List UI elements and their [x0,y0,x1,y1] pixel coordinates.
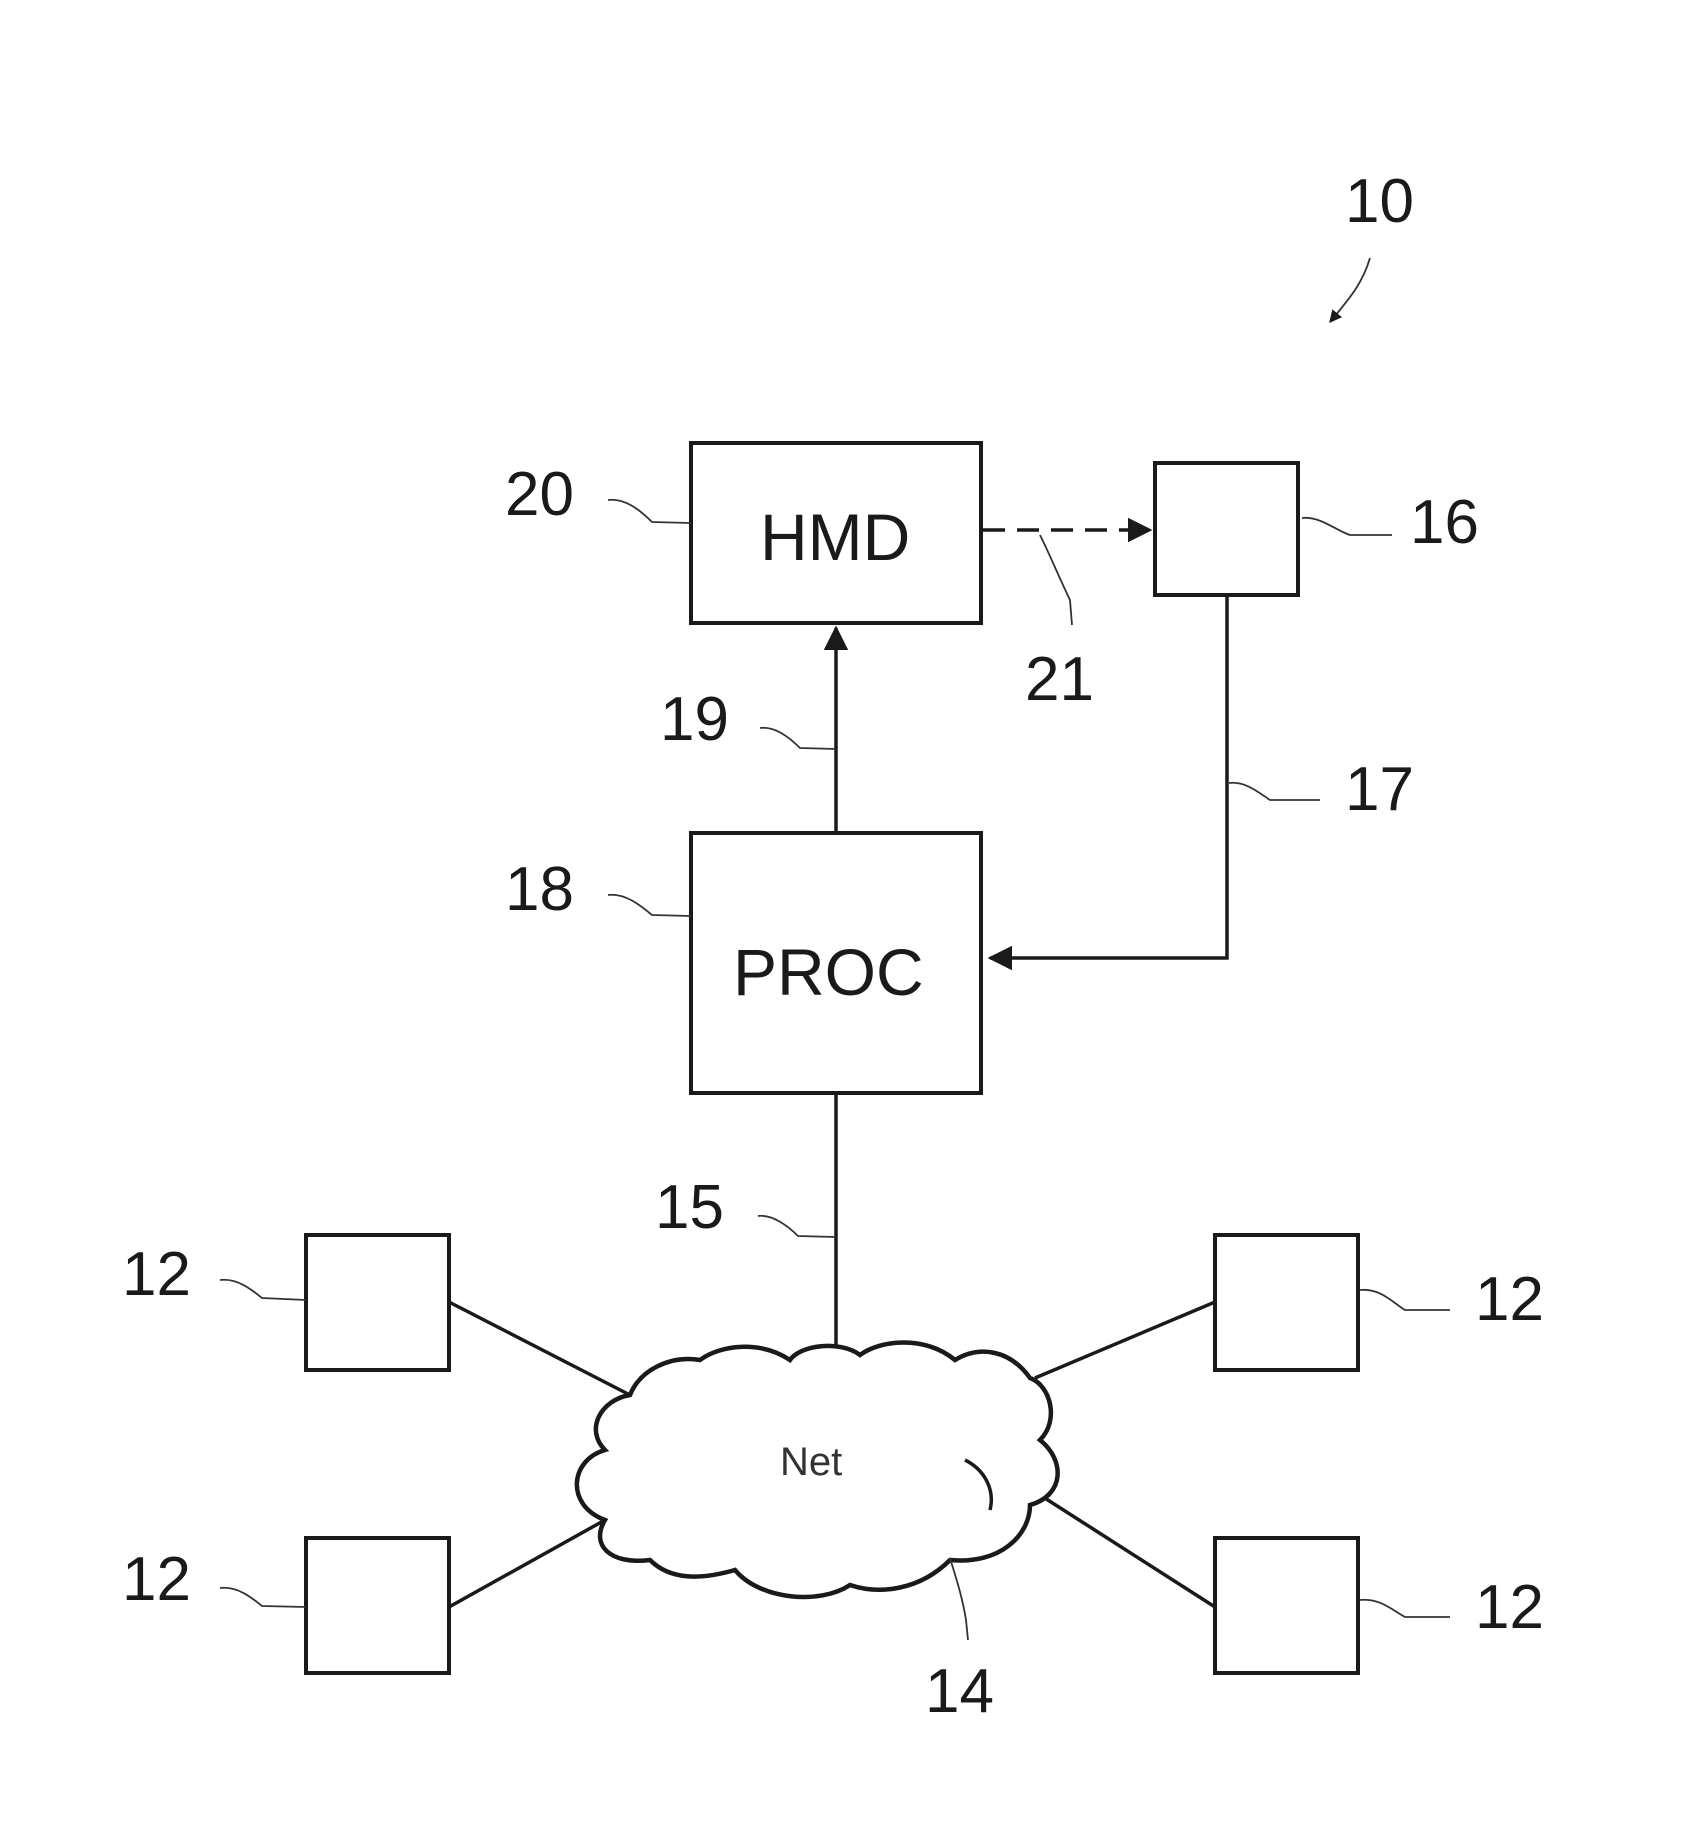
proc-ref-label: 18 [505,855,574,924]
cloud-inner-curve [964,1458,993,1511]
device-to-proc-ref-label: 17 [1345,755,1414,824]
network-label: Net [780,1440,842,1484]
client-bottom-left-ref-label: 12 [122,1545,191,1614]
proc-to-hmd-ref-label: 19 [660,685,729,754]
proc-block [689,831,983,1095]
proc-label: PROC [733,935,924,1009]
device-to-proc-connection [987,595,1229,971]
client-block-top-right [1213,1233,1360,1372]
network-ref-leader [949,1557,969,1641]
dashed-connection-ref-leader [1039,534,1073,626]
net-to-proc-ref-label: 15 [655,1173,724,1242]
client-top-right-ref-leader [1359,1289,1450,1311]
client-bottom-right-connection [1039,1493,1216,1609]
client-top-left-connection [448,1300,631,1397]
system-ref-leader [1329,257,1371,323]
hmd-ref-leader [607,498,692,524]
network-cloud [574,1340,1060,1600]
device-block [1153,461,1300,597]
proc-to-hmd-ref-leader [759,726,837,750]
system-ref-label: 10 [1345,167,1414,236]
client-bottom-right-ref-leader [1359,1598,1450,1618]
hmd-label: HMD [760,500,910,574]
client-block-bottom-right [1213,1536,1360,1675]
client-top-right-connection [1034,1300,1216,1380]
network-ref-label: 14 [925,1657,994,1726]
hmd-block [689,441,983,625]
dashed-connection-ref-label: 21 [1025,645,1094,714]
client-block-bottom-left [304,1536,451,1675]
device-to-proc-ref-leader [1228,781,1320,801]
hmd-ref-label: 20 [505,460,574,529]
client-top-right-ref-label: 12 [1475,1265,1544,1334]
client-bottom-right-ref-label: 12 [1475,1573,1544,1642]
client-block-top-left [304,1233,451,1372]
device-ref-leader [1301,517,1392,536]
client-top-left-ref-label: 12 [122,1240,191,1309]
client-top-left-ref-leader [219,1278,307,1301]
proc-ref-leader [607,893,692,917]
device-ref-label: 16 [1410,488,1479,557]
client-bottom-left-ref-leader [219,1586,307,1608]
net-to-proc-ref-leader [757,1214,837,1238]
client-bottom-left-connection [448,1518,606,1609]
